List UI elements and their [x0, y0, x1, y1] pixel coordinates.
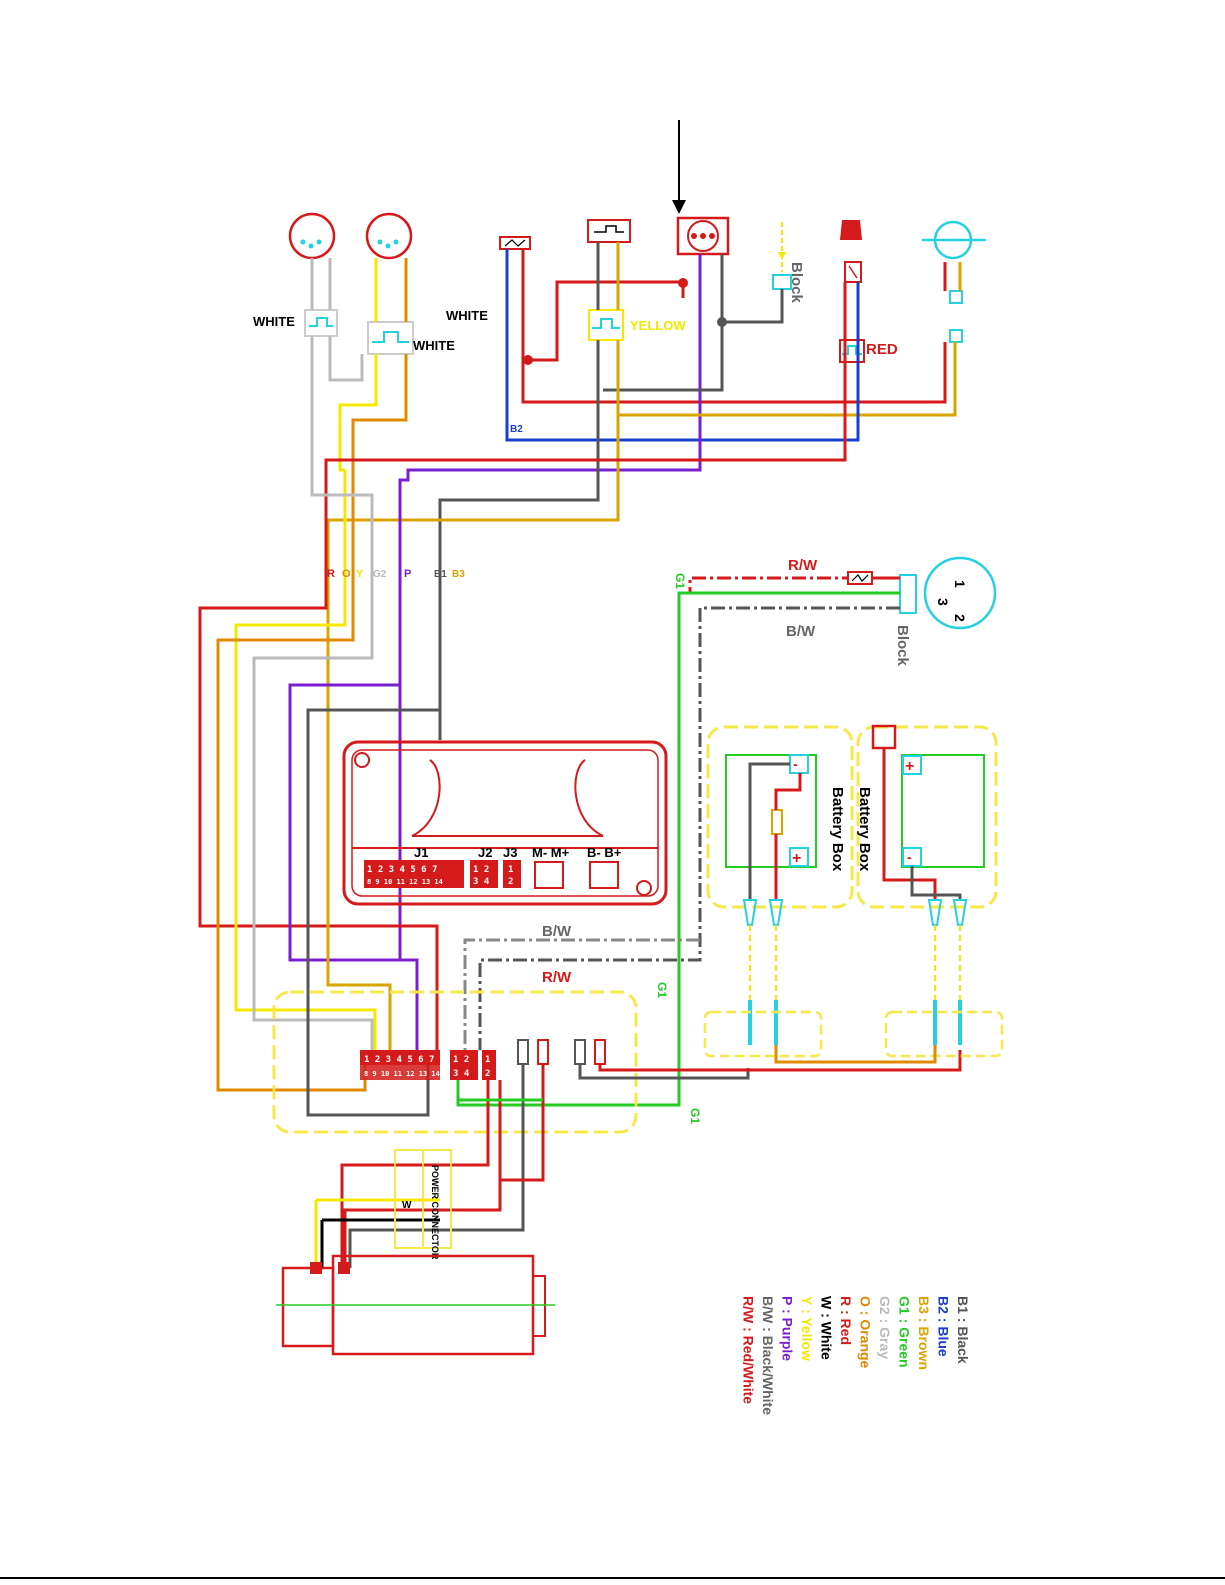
- harness-enclosure: [272, 990, 638, 1134]
- block-top-label: Block: [788, 262, 805, 304]
- wire-label-b1: B1: [434, 569, 447, 580]
- legend-item: B3 : Brown: [916, 1296, 932, 1370]
- battery-right-plus: +: [905, 758, 914, 775]
- legend-item: G2 : Gray: [877, 1296, 893, 1359]
- connector-red-label: RED: [866, 341, 898, 358]
- brake-switch-icon: [840, 220, 862, 283]
- wire-label-p: P: [404, 568, 411, 580]
- wire-label-o: O: [342, 568, 351, 580]
- connector-white-left: [304, 309, 338, 337]
- legend-item: P : Purple: [780, 1296, 796, 1361]
- switch-fuse-icon: [499, 236, 531, 250]
- connector-white-left-label: WHITE: [253, 314, 295, 329]
- legend-item: Y : Yellow: [799, 1296, 815, 1361]
- wire-label-g1-a: G1: [673, 573, 687, 589]
- wire-label-bw-mid: B/W: [542, 923, 572, 940]
- legend-item: R/W : Red/White: [741, 1296, 757, 1404]
- harness-j2-pins-top: 1 2: [453, 1055, 469, 1065]
- key-switch-icon: [676, 216, 730, 256]
- wire-label-b3: B3: [452, 569, 465, 580]
- wire-label-r: R: [327, 568, 335, 580]
- pointer-arrow: [672, 120, 686, 214]
- harness-j2-pins-bottom: 3 4: [453, 1069, 470, 1079]
- legend-item: W : White: [819, 1296, 835, 1360]
- battery-clamps: [742, 899, 968, 926]
- motor-icon: [276, 1254, 555, 1356]
- controller-j1-pins-bottom: 8 9 10 11 12 13 14: [367, 878, 443, 886]
- block-right-label: Block: [894, 625, 911, 667]
- controller-j3-pins-bottom: 2: [508, 877, 513, 887]
- battery-box-label-1: Battery Box: [829, 787, 846, 872]
- harness-j1-pins-top: 1 2 3 4 5 6 7: [364, 1055, 434, 1065]
- controller-j3-pins-top: 1: [508, 865, 513, 875]
- battery-left-plus: +: [792, 850, 801, 867]
- controller-j1-label: J1: [414, 845, 428, 860]
- power-connector: [394, 1149, 452, 1249]
- connector-white-right-label: WHITE: [446, 308, 488, 323]
- controller-b-terminals: B- B+: [587, 845, 622, 860]
- legend-item: O : Orange: [858, 1296, 874, 1369]
- push-switch-icon: [587, 219, 631, 243]
- legend-item: B/W : Black/White: [760, 1296, 776, 1415]
- connector-yellow-label: YELLOW: [630, 318, 686, 333]
- wire-label-y: Y: [356, 568, 364, 580]
- headlight-right: [365, 212, 413, 260]
- wire-label-b2: B2: [510, 424, 523, 435]
- wire-label-g2: G2: [373, 569, 387, 580]
- controller-m-terminals: M- M+: [532, 845, 570, 860]
- controller-j2-label: J2: [478, 845, 492, 860]
- harness-plugs: [360, 1039, 606, 1080]
- wire-label-g1-c: G1: [688, 1108, 702, 1124]
- legend-item: B1 : Black: [955, 1296, 971, 1364]
- legend-item: R : Red: [838, 1296, 854, 1345]
- battery-left-minus: -: [793, 756, 798, 772]
- charger-pin-3: 3: [935, 598, 951, 606]
- wire-label-rw-mid: R/W: [542, 969, 572, 986]
- legend-item: B2 : Blue: [936, 1296, 952, 1357]
- wire-label-bw-top: B/W: [786, 623, 816, 640]
- wire-label-rw-top: R/W: [788, 557, 818, 574]
- horn-icon: [922, 220, 986, 343]
- wire-label-g1-b: G1: [655, 982, 669, 998]
- charger-pin-1: 1: [952, 580, 968, 588]
- legend-item: G1 : Green: [897, 1296, 913, 1368]
- battery-box: [706, 724, 998, 909]
- controller-j2-pins-top: 1 2: [473, 865, 489, 875]
- connector-yellow: [588, 309, 624, 341]
- connector-white-mid: [367, 321, 414, 355]
- battery-lead-box-right: [884, 1010, 1004, 1058]
- power-connector-label: POWER CONNECTOR: [430, 1165, 440, 1260]
- wire-label-w: W: [402, 1200, 412, 1211]
- headlight-left: [288, 212, 336, 260]
- battery-lead-box-left: [703, 1010, 823, 1058]
- connector-white-mid-label: WHITE: [413, 338, 455, 353]
- battery-right-minus: -: [907, 849, 912, 865]
- motor-controller: [342, 740, 668, 906]
- controller-j2-pins-bottom: 3 4: [473, 877, 490, 887]
- harness-j3-pins-top: 1: [485, 1055, 490, 1065]
- harness-j3-pins-bottom: 2: [485, 1069, 490, 1079]
- controller-j1-pins-top: 1 2 3 4 5 6 7: [367, 865, 437, 875]
- harness-j1-pins-bottom: 8 9 10 11 12 13 14: [364, 1070, 440, 1078]
- controller-j3-label: J3: [503, 845, 517, 860]
- charger-pin-2: 2: [952, 614, 968, 622]
- battery-box-label-2: Battery Box: [856, 787, 873, 872]
